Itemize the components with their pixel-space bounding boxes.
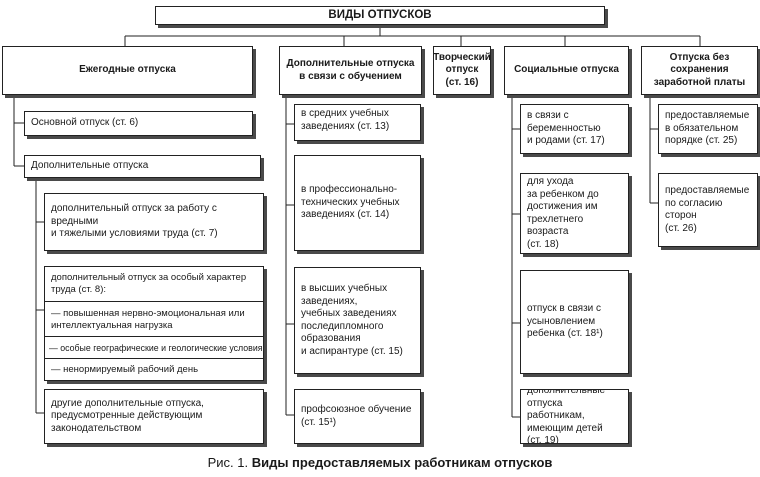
social-adoption-text: отпуск в связи с усыновлением ребенка (с… — [527, 303, 603, 340]
social-childcare-text: для ухода за ребенком до достижения им т… — [527, 176, 599, 250]
unpaid-mandatory: предоставляемые в обязательном порядке (… — [658, 104, 758, 154]
special-nature-item-workload: — повышенная нервно-эмоциональная или ин… — [51, 308, 245, 331]
annual-additional-leave-text: Дополнительные отпуска — [31, 160, 149, 172]
study-vocational-schools: в профессионально- технических учебных з… — [294, 155, 421, 251]
special-nature-item-geographic: — особые географические и геологические … — [49, 343, 263, 353]
social-maternity: в связи с беременностью и родами (ст. 17… — [520, 104, 629, 154]
social-employees-with-children: дополнительные отпуска работникам, имеющ… — [520, 389, 629, 444]
header-unpaid-leave-label: Отпуска без сохранения заработной платы — [653, 51, 746, 88]
social-childcare: для ухода за ребенком до достижения им т… — [520, 173, 629, 254]
annual-main-leave: Основной отпуск (ст. 6) — [24, 111, 253, 136]
divider — [45, 336, 263, 337]
annual-harmful-leave: дополнительный отпуск за работу с вредны… — [44, 193, 264, 251]
figure-caption-prefix: Рис. 1. — [207, 455, 252, 470]
header-creative-leave: Творческий отпуск (ст. 16) — [433, 46, 491, 95]
study-secondary-schools-text: в средних учебных заведениях (ст. 13) — [301, 108, 390, 132]
annual-other-leave: другие дополнительные отпуска, предусмот… — [44, 389, 264, 444]
special-nature-label: дополнительный отпуск за особый характер… — [51, 272, 247, 295]
unpaid-mandatory-text: предоставляемые в обязательном порядке (… — [665, 110, 750, 147]
annual-other-leave-text: другие дополнительные отпуска, предусмот… — [51, 397, 204, 434]
header-annual-leave: Ежегодные отпуска — [2, 46, 253, 95]
header-unpaid-leave: Отпуска без сохранения заработной платы — [641, 46, 758, 95]
header-study-leave: Дополнительные отпуска в связи с обучени… — [279, 46, 422, 95]
header-study-leave-label: Дополнительные отпуска в связи с обучени… — [286, 58, 415, 82]
social-adoption: отпуск в связи с усыновлением ребенка (с… — [520, 270, 629, 374]
figure-caption-text: Виды предоставляемых работникам отпусков — [251, 455, 553, 470]
special-nature-item-irregular-day: — ненормируемый рабочий день — [51, 364, 199, 375]
study-higher-education: в высших учебных заведениях, учебных зав… — [294, 267, 421, 374]
divider — [45, 358, 263, 359]
annual-harmful-leave-text: дополнительный отпуск за работу с вредны… — [51, 203, 218, 240]
study-trade-union-training-text: профсоюзное обучение (ст. 15¹) — [301, 404, 412, 428]
diagram-title-text: ВИДЫ ОТПУСКОВ — [328, 9, 432, 22]
annual-additional-leave: Дополнительные отпуска — [24, 155, 261, 178]
figure-caption: Рис. 1. Виды предоставляемых работникам … — [0, 455, 760, 470]
social-employees-with-children-text: дополнительные отпуска работникам, имеющ… — [527, 389, 606, 444]
header-annual-leave-label: Ежегодные отпуска — [79, 64, 176, 76]
header-social-leave: Социальные отпуска — [504, 46, 629, 95]
social-maternity-text: в связи с беременностью и родами (ст. 17… — [527, 110, 605, 147]
study-trade-union-training: профсоюзное обучение (ст. 15¹) — [294, 389, 421, 444]
study-higher-education-text: в высших учебных заведениях, учебных зав… — [301, 283, 403, 357]
study-vocational-schools-text: в профессионально- технических учебных з… — [301, 184, 400, 221]
header-creative-leave-label: Творческий отпуск (ст. 16) — [433, 51, 491, 88]
annual-special-nature-leave: дополнительный отпуск за особый характер… — [44, 266, 264, 381]
study-secondary-schools: в средних учебных заведениях (ст. 13) — [294, 104, 421, 141]
divider — [45, 301, 263, 302]
header-social-leave-label: Социальные отпуска — [514, 64, 619, 76]
unpaid-by-agreement: предоставляемые по согласию сторон (ст. … — [658, 173, 758, 247]
diagram-title: ВИДЫ ОТПУСКОВ — [155, 6, 605, 25]
annual-main-leave-text: Основной отпуск (ст. 6) — [31, 117, 139, 129]
unpaid-by-agreement-text: предоставляемые по согласию сторон (ст. … — [665, 185, 750, 234]
